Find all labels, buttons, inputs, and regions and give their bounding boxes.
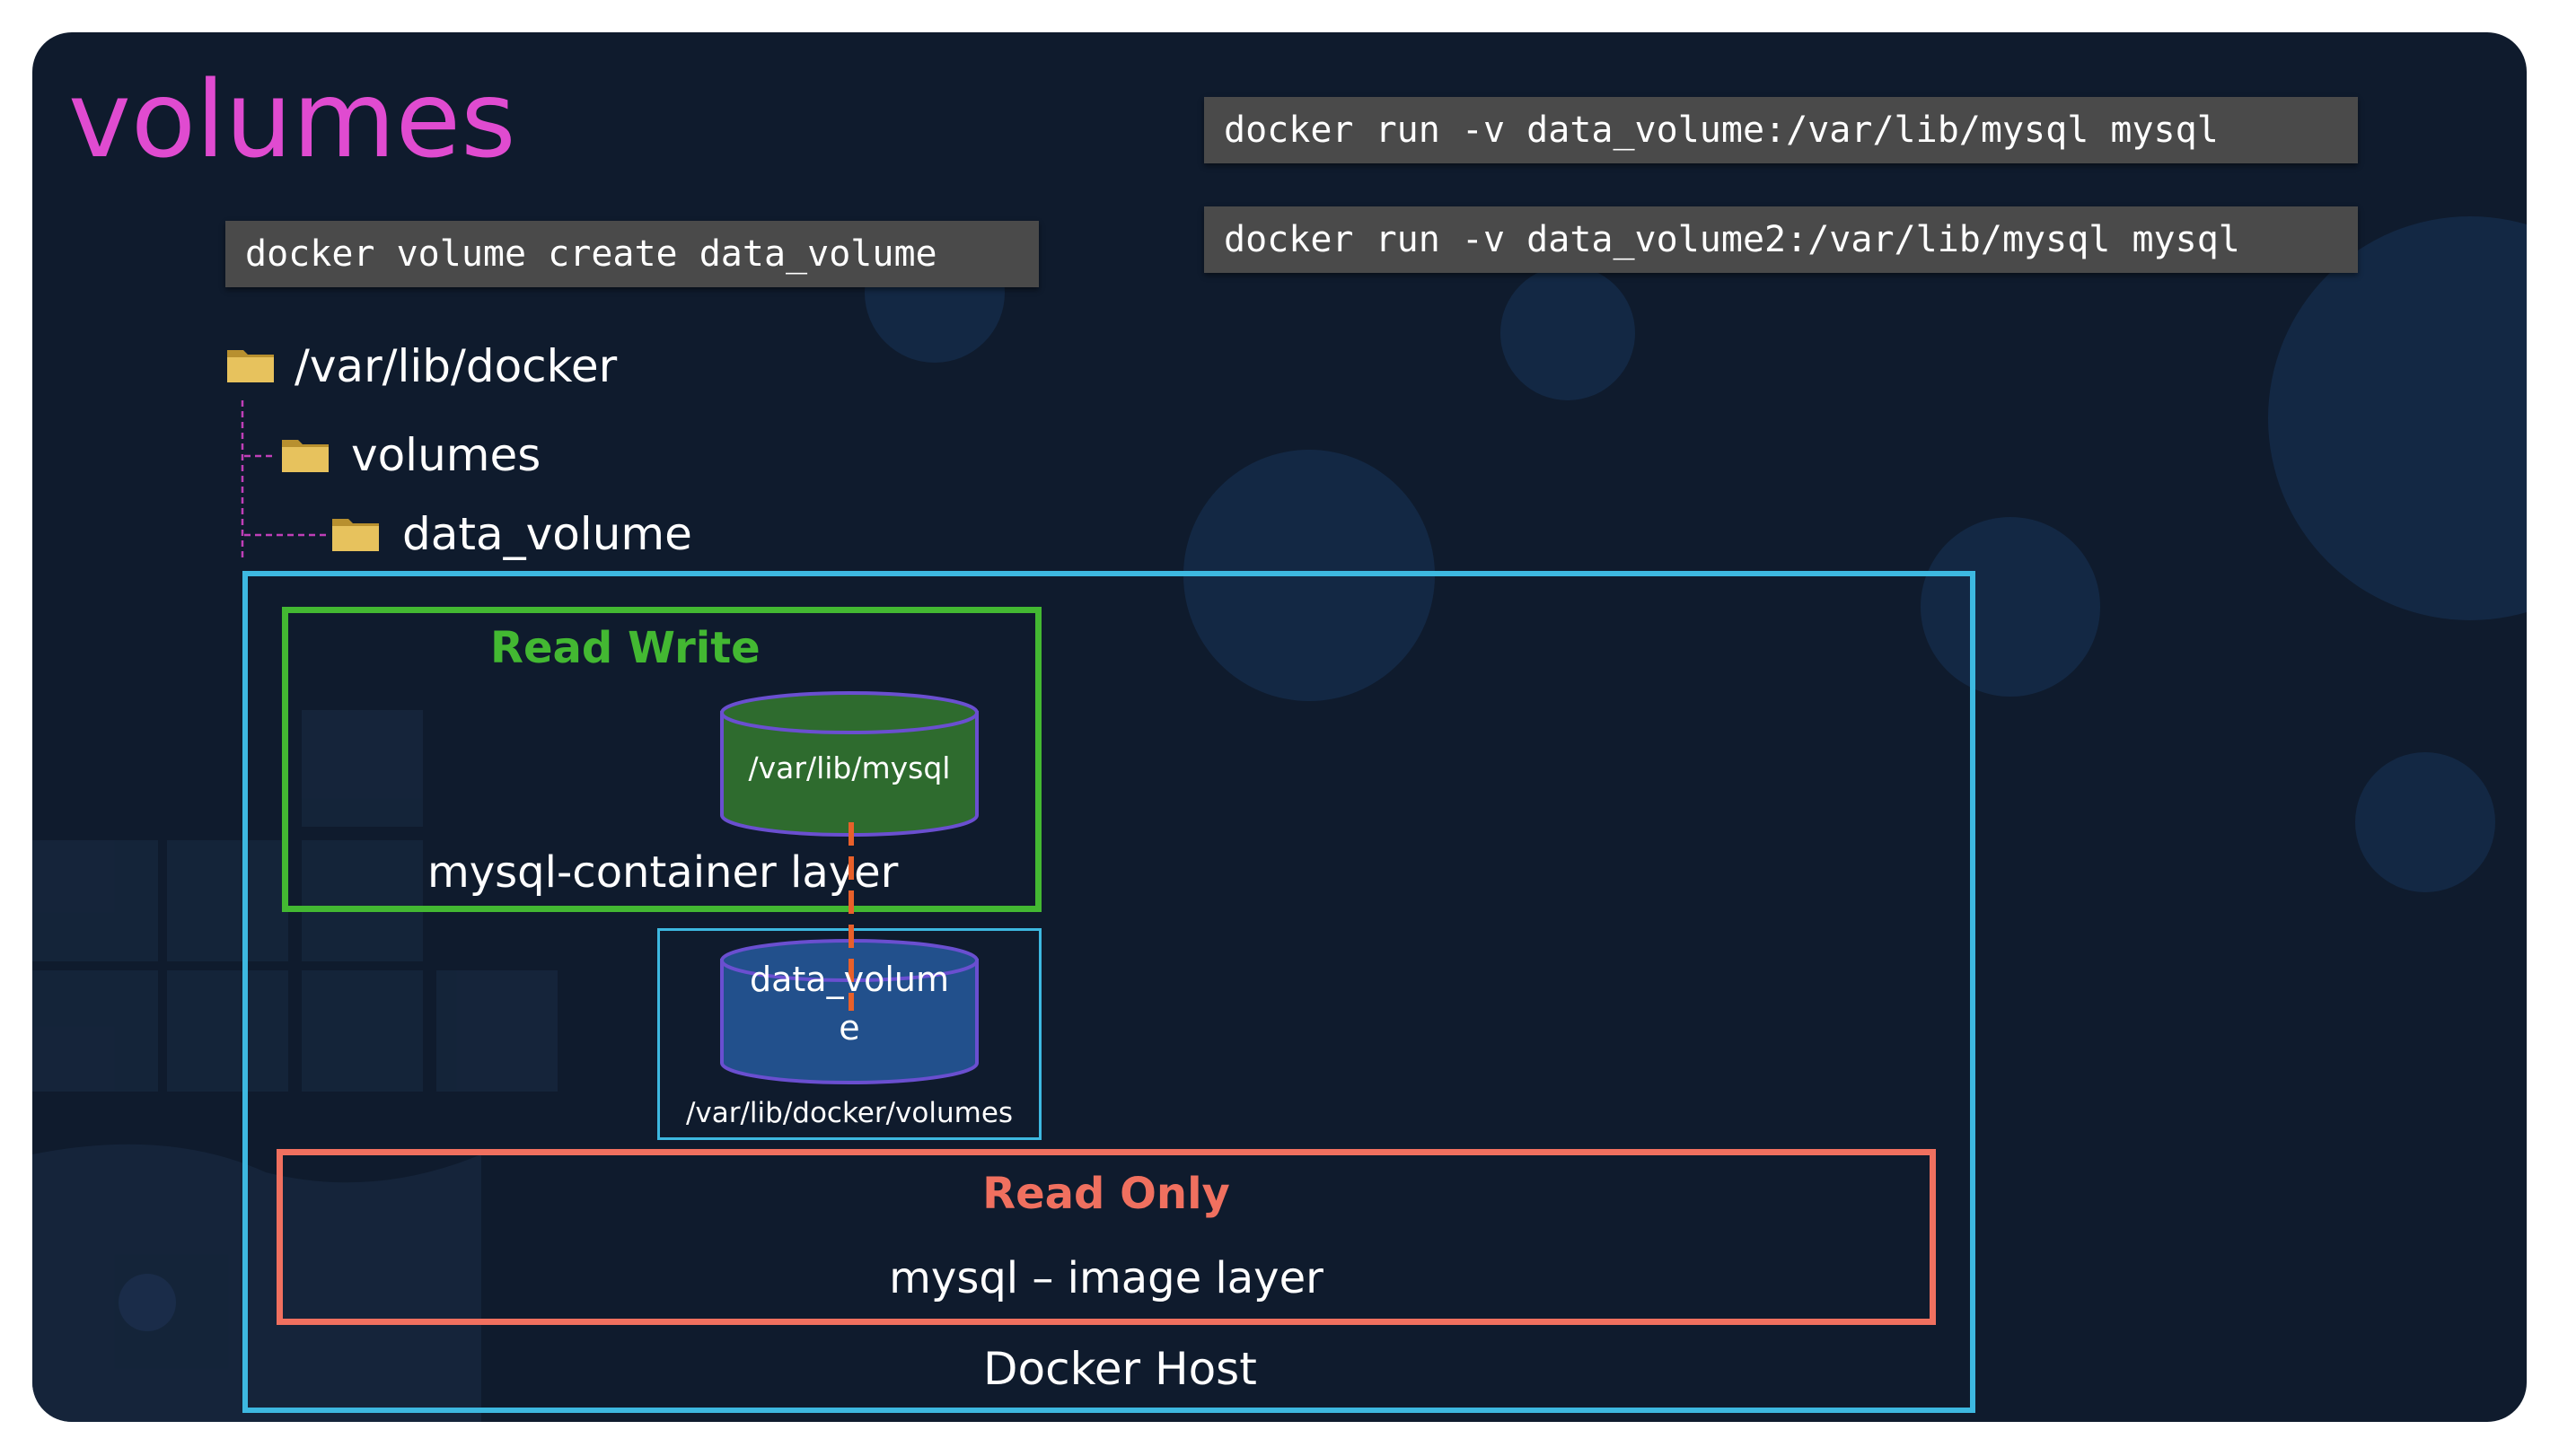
bg-circle (2355, 752, 2495, 892)
volume-path-label: /var/lib/docker/volumes (685, 1097, 1014, 1129)
read-only-layer-box (277, 1149, 1936, 1325)
tree-root-label: /var/lib/docker (295, 340, 618, 392)
tree-grandchild-label: data_volume (402, 508, 692, 560)
folder-icon (332, 519, 379, 551)
folder-icon (282, 440, 329, 472)
bg-circle (2268, 216, 2527, 620)
container-mount-label: /var/lib/mysql (748, 750, 951, 785)
volume-name-line1: data_volum (750, 960, 949, 999)
read-write-layer-box (282, 607, 1042, 912)
volume-name-line2: e (839, 1008, 860, 1048)
command-docker-run-2: docker run -v data_volume2:/var/lib/mysq… (1204, 206, 2358, 273)
read-only-title: Read Only (982, 1169, 1230, 1219)
docker-host-label: Docker Host (983, 1343, 1257, 1395)
slide: volumes docker volume create data_volume… (32, 32, 2527, 1422)
container-layer-label: mysql-container layer (427, 847, 899, 898)
bg-circle (1500, 266, 1635, 400)
bg-whale-containers (32, 710, 558, 1422)
background-decoration (32, 216, 2527, 1422)
slide-title: volumes (68, 57, 516, 181)
image-layer-label: mysql – image layer (889, 1253, 1323, 1303)
tree-child-label: volumes (351, 429, 541, 481)
command-docker-run-1: docker run -v data_volume:/var/lib/mysql… (1204, 97, 2358, 163)
docker-host-frame (242, 571, 1975, 1413)
read-write-title: Read Write (490, 623, 761, 673)
command-volume-create: docker volume create data_volume (225, 221, 1039, 287)
folder-icon (227, 350, 274, 382)
bg-circle (1921, 517, 2100, 697)
